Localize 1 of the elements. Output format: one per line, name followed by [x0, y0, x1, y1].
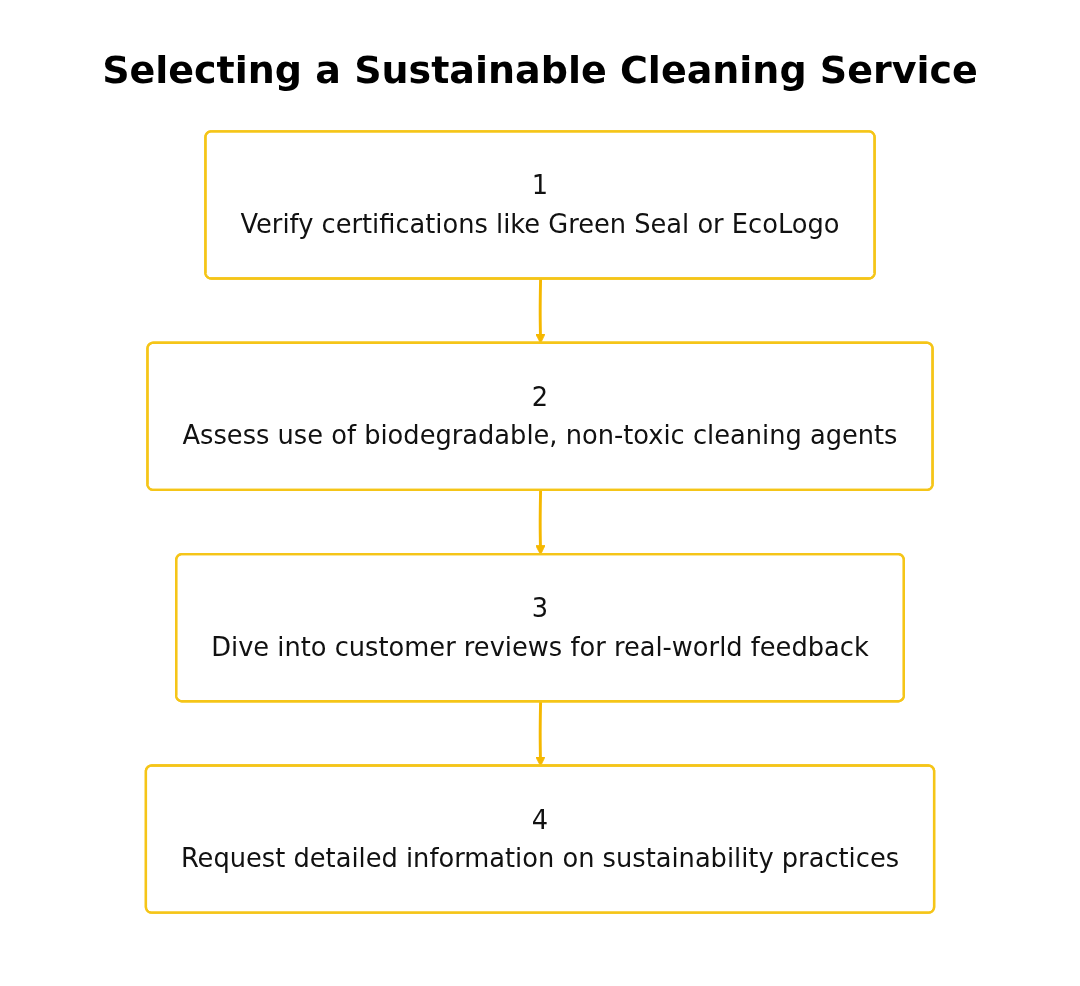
diagram-title: Selecting a Sustainable Cleaning Service: [102, 48, 978, 92]
